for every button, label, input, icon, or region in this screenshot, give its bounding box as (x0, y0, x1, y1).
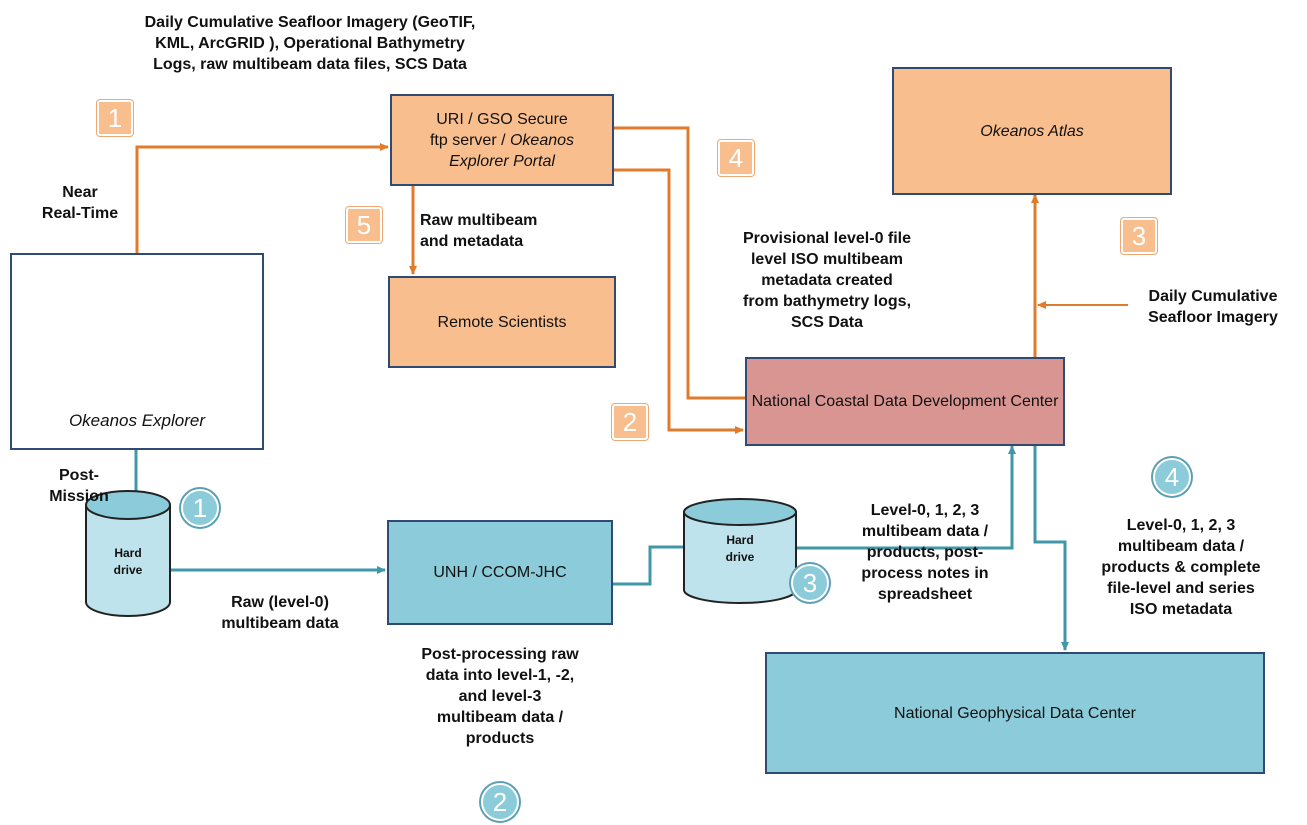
step-square-5: 5 (346, 207, 382, 243)
ncddc-label: National Coastal Data Development Center (751, 393, 1059, 410)
okeanos-explorer-node: Okeanos Explorer (10, 253, 264, 450)
post-processing-line: and level-3 (458, 688, 542, 705)
remote-scientists-label: Remote Scientists (437, 313, 567, 331)
step-circle-4-number: 4 (1164, 461, 1180, 492)
step-square-1-number: 1 (107, 102, 123, 133)
hard-drive-left-line: Hard (114, 546, 142, 560)
unh-ccom-label: UNH / CCOM-JHC (433, 564, 567, 581)
ncddc-node: National Coastal Data Development Center (745, 357, 1065, 446)
arrow-ncddc-to-ngdc (1033, 446, 1069, 651)
levels-to-ncddc-label: Level-0, 1, 2, 3 multibeam data / produc… (835, 500, 1015, 605)
levels-to-ngdc-line: file-level and series (1107, 580, 1255, 597)
top-data-label: Daily Cumulative Seafloor Imagery (GeoTI… (90, 12, 530, 75)
hard-drive-left-line: drive (113, 563, 143, 577)
raw-level0-line: Raw (level-0) (231, 594, 329, 611)
top-data-label-line: KML, ArcGRID ), Operational Bathymetry (155, 35, 465, 52)
step-square-5-number: 5 (356, 209, 372, 240)
ftp-server-line2: ftp server / Okeanos (430, 130, 574, 151)
levels-to-ngdc-line: Level-0, 1, 2, 3 (1126, 517, 1236, 534)
post-mission-line: Mission (49, 488, 109, 505)
post-processing-line: data into level-1, -2, (425, 667, 575, 684)
step-square-3-number: 3 (1131, 220, 1147, 251)
levels-to-ncddc-line: products, post- (866, 544, 984, 561)
step-circle-1-number: 1 (192, 492, 208, 523)
post-mission-label: Post- Mission (40, 465, 118, 507)
provisional-metadata-label: Provisional level-0 file level ISO multi… (712, 228, 942, 333)
hard-drive-right-label: Hard drive (700, 532, 780, 566)
hard-drive-right-line: drive (725, 550, 755, 564)
ftp-server-line2-italic: Okeanos (509, 131, 575, 149)
okeanos-atlas-node: Okeanos Atlas (892, 67, 1172, 195)
daily-cumulative-line: Seafloor Imagery (1148, 309, 1278, 326)
step-circle-2-number: 2 (492, 786, 508, 817)
levels-to-ngdc-line: ISO metadata (1129, 601, 1233, 618)
step-circle-1: 1 (181, 489, 219, 527)
arrow-drive-to-ncddc (797, 445, 1016, 550)
arrow-ship-to-ftp (135, 143, 389, 253)
provisional-metadata-line: level ISO multibeam (750, 251, 904, 268)
line-unh-to-drive (612, 545, 683, 586)
ftp-server-line3: Explorer Portal (449, 152, 555, 170)
levels-to-ngdc-label: Level-0, 1, 2, 3 multibeam data / produc… (1082, 515, 1280, 620)
ngdc-node: National Geophysical Data Center (765, 652, 1265, 774)
step-square-4: 4 (718, 140, 754, 176)
raw-level0-label: Raw (level-0) multibeam data (200, 592, 360, 634)
unh-ccom-node: UNH / CCOM-JHC (387, 520, 613, 625)
near-realtime-line: Real-Time (41, 205, 119, 222)
near-realtime-label: Near Real-Time (40, 182, 120, 224)
post-processing-line: products (465, 730, 535, 747)
ngdc-label: National Geophysical Data Center (894, 704, 1136, 722)
raw-level0-line: multibeam data (221, 615, 339, 632)
post-mission-line: Post- (59, 467, 99, 484)
step-circle-3-number: 3 (802, 567, 818, 598)
raw-multibeam-metadata-line: Raw multibeam (420, 212, 538, 229)
near-realtime-line: Near (62, 184, 98, 201)
okeanos-atlas-label: Okeanos Atlas (980, 122, 1084, 140)
post-processing-line: multibeam data / (436, 709, 564, 726)
hard-drive-right-icon (683, 498, 797, 604)
daily-cumulative-label: Daily Cumulative Seafloor Imagery (1128, 286, 1298, 328)
step-circle-4: 4 (1153, 458, 1191, 496)
provisional-metadata-line: metadata created (761, 272, 893, 289)
levels-to-ngdc-line: multibeam data / (1117, 538, 1245, 555)
ftp-server-node: URI / GSO Secure ftp server / Okeanos Ex… (390, 94, 614, 186)
provisional-metadata-line: SCS Data (790, 314, 864, 331)
top-data-label-line: Daily Cumulative Seafloor Imagery (GeoTI… (144, 14, 476, 31)
step-circle-2: 2 (481, 783, 519, 821)
step-square-4-number: 4 (728, 142, 744, 173)
post-processing-line: Post-processing raw (421, 646, 579, 663)
step-square-2-number: 2 (622, 406, 638, 437)
remote-scientists-node: Remote Scientists (388, 276, 616, 368)
hard-drive-left-label: Hard drive (96, 545, 160, 579)
daily-cumulative-line: Daily Cumulative (1148, 288, 1278, 305)
hard-drive-left-icon (85, 490, 171, 617)
levels-to-ncddc-line: process notes in (861, 565, 989, 582)
levels-to-ngdc-line: products & complete (1101, 559, 1261, 576)
provisional-metadata-line: Provisional level-0 file (742, 230, 912, 247)
levels-to-ncddc-line: spreadsheet (877, 586, 973, 603)
okeanos-explorer-caption: Okeanos Explorer (68, 411, 206, 430)
ftp-server-line1: URI / GSO Secure (436, 110, 568, 128)
raw-multibeam-metadata-line: and metadata (420, 233, 524, 250)
top-data-label-line: Logs, raw multibeam data files, SCS Data (153, 56, 467, 73)
levels-to-ncddc-line: Level-0, 1, 2, 3 (870, 502, 980, 519)
provisional-metadata-line: from bathymetry logs, (742, 293, 912, 310)
hard-drive-right-line: Hard (726, 533, 754, 547)
raw-multibeam-metadata-label: Raw multibeam and metadata (420, 210, 560, 252)
levels-to-ncddc-line: multibeam data / (861, 523, 989, 540)
step-square-2: 2 (612, 404, 648, 440)
step-circle-3: 3 (791, 564, 829, 602)
step-square-3: 3 (1121, 218, 1157, 254)
step-square-1: 1 (97, 100, 133, 136)
post-processing-label: Post-processing raw data into level-1, -… (385, 644, 615, 749)
ftp-server-line2-text: ftp server / (429, 131, 510, 149)
